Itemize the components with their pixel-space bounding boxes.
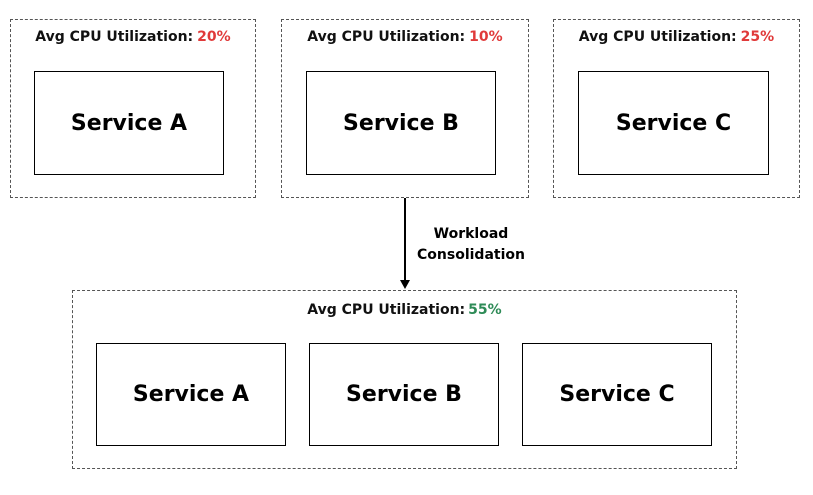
- consolidated-service-a-box: Service A: [96, 343, 286, 446]
- cpu-utilization-value: 10%: [469, 29, 503, 45]
- cpu-utilization-value: 25%: [740, 29, 775, 45]
- cpu-utilization-label: Avg CPU Utilization:10%: [282, 29, 528, 45]
- cpu-utilization-value: 55%: [468, 302, 502, 318]
- host-c: Avg CPU Utilization:25% Service C: [553, 19, 800, 198]
- consolidation-arrow-line: [404, 198, 406, 281]
- consolidated-service-b-box: Service B: [309, 343, 499, 446]
- consolidated-host: Avg CPU Utilization:55% Service A Servic…: [72, 290, 737, 469]
- cpu-utilization-prefix: Avg CPU Utilization:: [307, 302, 466, 318]
- host-a: Avg CPU Utilization:20% Service A: [10, 19, 256, 198]
- arrow-down-icon: [400, 280, 410, 289]
- consolidated-service-c-box: Service C: [522, 343, 712, 446]
- cpu-utilization-prefix: Avg CPU Utilization:: [307, 29, 466, 45]
- service-b-box: Service B: [306, 71, 496, 175]
- host-b: Avg CPU Utilization:10% Service B: [281, 19, 529, 198]
- service-a-box: Service A: [34, 71, 224, 175]
- cpu-utilization-prefix: Avg CPU Utilization:: [35, 29, 194, 45]
- cpu-utilization-label: Avg CPU Utilization:55%: [73, 302, 736, 318]
- service-c-box: Service C: [578, 71, 769, 175]
- consolidation-label-line2: Consolidation: [417, 247, 525, 263]
- cpu-utilization-label: Avg CPU Utilization:25%: [554, 29, 799, 45]
- cpu-utilization-value: 20%: [197, 29, 231, 45]
- cpu-utilization-label: Avg CPU Utilization:20%: [11, 29, 255, 45]
- consolidation-label: Workload Consolidation: [412, 224, 530, 266]
- consolidation-label-line1: Workload: [433, 226, 509, 242]
- cpu-utilization-prefix: Avg CPU Utilization:: [578, 29, 737, 45]
